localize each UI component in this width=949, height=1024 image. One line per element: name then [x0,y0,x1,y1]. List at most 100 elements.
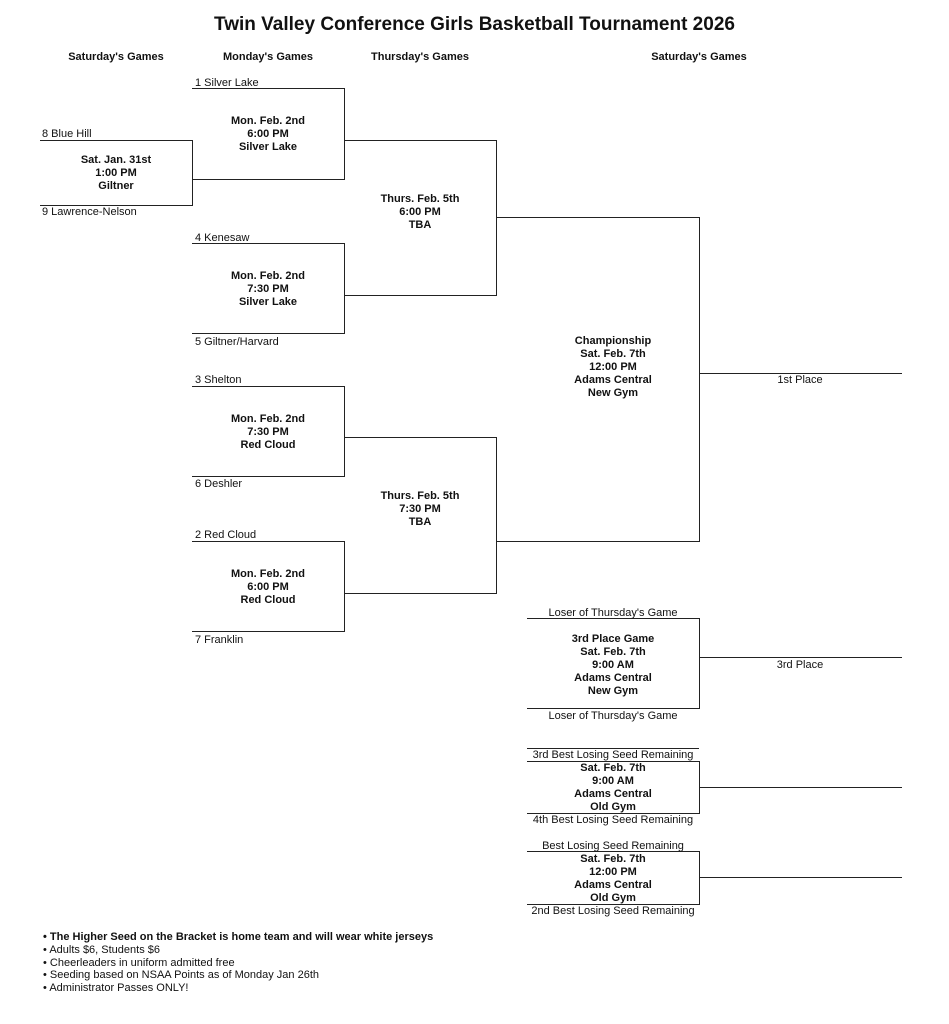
game-date: Mon. Feb. 2nd [231,568,305,580]
game-time: 9:00 AM [592,659,634,671]
game-third-place: 3rd Place Game Sat. Feb. 7th 9:00 AM Ada… [527,633,699,698]
game-consolation-1: Sat. Feb. 7th 9:00 AM Adams Central Old … [527,762,699,814]
bracket-line [344,295,497,296]
game-consolation-2: Sat. Feb. 7th 12:00 PM Adams Central Old… [527,853,699,905]
bracket-line [40,140,192,141]
game-date: Mon. Feb. 2nd [231,413,305,425]
game-date: Sat. Feb. 7th [580,762,646,774]
team-lawrence-nelson: 9 Lawrence-Nelson [42,206,137,218]
note-text: Cheerleaders in uniform admitted free [49,956,235,969]
game-monday-1: Mon. Feb. 2nd 6:00 PM Silver Lake [192,115,344,154]
bracket-line [699,657,902,658]
game-time: 1:00 PM [95,167,137,179]
slot-loser-top: Loser of Thursday's Game [548,607,678,619]
game-date: Thurs. Feb. 5th [380,193,460,205]
bracket-line [699,877,902,878]
game-time: 9:00 AM [592,775,634,787]
game-gym: Old Gym [590,892,636,904]
game-site: Adams Central [574,374,652,386]
game-date: Sat. Jan. 31st [80,154,152,166]
bracket-line [527,904,699,905]
third-place-label: 3rd Place [776,659,824,671]
column-header-saturday-final: Saturday's Games [651,51,747,63]
game-date: Mon. Feb. 2nd [231,270,305,282]
page-title: Twin Valley Conference Girls Basketball … [214,14,735,35]
slot-best-losing: Best Losing Seed Remaining [542,840,684,852]
team-deshler: 6 Deshler [195,478,243,490]
bracket-line [192,386,345,387]
bracket-line [192,179,345,180]
bracket-line [344,386,345,477]
game-time: 7:30 PM [247,283,289,295]
bracket-line [192,541,345,542]
note-item: • Administrator Passes ONLY! [43,982,189,995]
column-header-monday: Monday's Games [222,51,314,63]
game-time: 7:30 PM [399,503,441,515]
bracket-line [192,333,345,334]
bracket-line [527,618,699,619]
bracket-line [527,813,699,814]
team-kenesaw: 4 Kenesaw [195,232,250,244]
game-play-in: Sat. Jan. 31st 1:00 PM Giltner [40,154,192,193]
team-franklin: 7 Franklin [195,634,244,646]
game-name: Championship [574,335,652,347]
column-header-thursday: Thursday's Games [371,51,469,63]
game-site: Adams Central [574,879,652,891]
team-blue-hill: 8 Blue Hill [42,128,92,140]
note-item: • Cheerleaders in uniform admitted free [43,956,235,969]
slot-third-best-losing: 3rd Best Losing Seed Remaining [532,749,694,761]
bracket-line [344,88,345,180]
game-time: 6:00 PM [247,128,289,140]
bracket-line [496,437,497,594]
note-text: The Higher Seed on the Bracket is home t… [49,931,434,943]
game-gym: Old Gym [590,801,636,813]
game-gym: New Gym [587,387,639,399]
game-site: Silver Lake [238,141,298,153]
game-name: 3rd Place Game [571,633,655,645]
bracket-line [344,541,345,632]
game-site: Red Cloud [240,594,296,606]
game-championship: Championship Sat. Feb. 7th 12:00 PM Adam… [527,335,699,400]
game-time: 6:00 PM [247,581,289,593]
column-header-saturday-first: Saturday's Games [68,51,164,63]
game-monday-3: Mon. Feb. 2nd 7:30 PM Red Cloud [192,413,344,452]
game-site: Silver Lake [238,296,298,308]
game-site: Adams Central [574,672,652,684]
game-site: Red Cloud [240,439,296,451]
bracket-line [344,243,345,334]
game-site: Giltner [98,180,134,192]
note-item: • The Higher Seed on the Bracket is home… [43,931,434,943]
bracket-line [344,437,497,438]
bracket-line [527,761,699,762]
bracket-line [192,243,345,244]
bracket-line [496,140,497,296]
game-date: Sat. Feb. 7th [580,853,646,865]
game-time: 12:00 PM [589,866,637,878]
bracket-line [344,140,497,141]
bracket-line [527,851,699,852]
game-time: 6:00 PM [399,206,441,218]
note-text: Administrator Passes ONLY! [49,982,189,995]
game-gym: New Gym [587,685,639,697]
bracket-line [699,851,700,905]
game-time: 7:30 PM [247,426,289,438]
game-monday-4: Mon. Feb. 2nd 6:00 PM Red Cloud [192,568,344,607]
notes-list: • The Higher Seed on the Bracket is home… [43,931,433,995]
bracket-line [699,373,902,374]
team-giltner-harvard: 5 Giltner/Harvard [195,336,279,348]
bracket-line [192,140,193,206]
game-date: Sat. Feb. 7th [580,348,646,360]
note-item: • Seeding based on NSAA Points as of Mon… [43,969,319,982]
team-red-cloud: 2 Red Cloud [195,529,257,541]
bracket-line [496,217,699,218]
bracket-line [344,593,497,594]
game-site: TBA [408,219,432,231]
bracket-line [192,631,345,632]
first-place-label: 1st Place [777,374,823,386]
game-thursday-1: Thurs. Feb. 5th 6:00 PM TBA [344,193,496,232]
bracket-line [527,748,699,749]
game-monday-2: Mon. Feb. 2nd 7:30 PM Silver Lake [192,270,344,309]
bracket-line [699,618,700,709]
bracket-line [699,217,700,542]
game-date: Sat. Feb. 7th [580,646,646,658]
